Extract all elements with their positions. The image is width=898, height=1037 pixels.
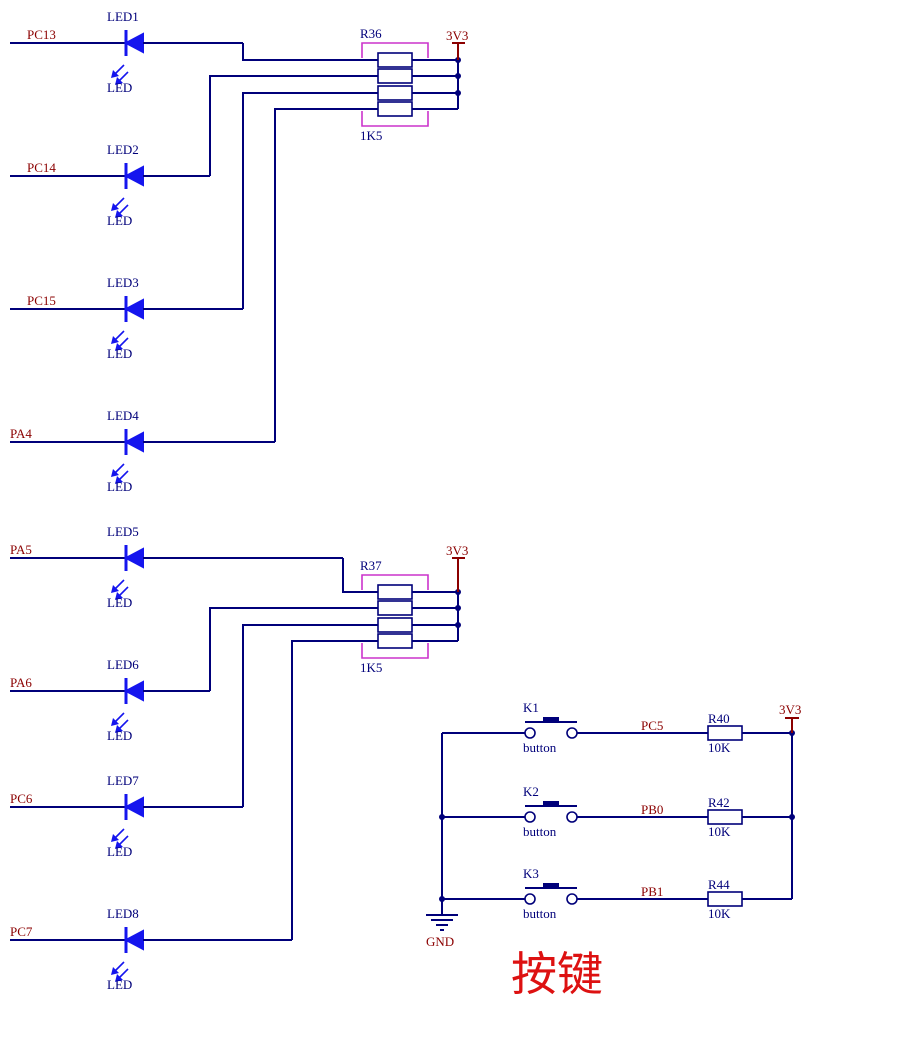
led-ref: LED4	[107, 408, 139, 423]
net-label: PB1	[641, 884, 663, 899]
power-3v3-symbol: 3V3	[446, 543, 468, 592]
led-row-3: PC15 LED3 LED	[10, 275, 243, 361]
button-row-3: K3 button PB1 R44 10K	[442, 866, 792, 921]
net-label: PC13	[27, 27, 56, 42]
button-value: button	[523, 824, 557, 839]
section-title: 按键	[511, 947, 603, 1001]
power-label: 3V3	[446, 28, 468, 43]
resistor-value: 10K	[708, 740, 731, 755]
button-ref: K1	[523, 700, 539, 715]
button-section: K1 button PC5 R40 10K K2 button PB0 R42 …	[426, 700, 801, 1001]
net-label: PC6	[10, 791, 33, 806]
led-diode-icon	[123, 165, 144, 187]
led-value: LED	[107, 728, 132, 743]
resistor-ref: R40	[708, 711, 730, 726]
button-value: button	[523, 906, 557, 921]
button-row-1: K1 button PC5 R40 10K	[442, 700, 792, 755]
resistor-value: 10K	[708, 906, 731, 921]
led-value: LED	[107, 595, 132, 610]
led-diode-icon	[123, 431, 144, 453]
led-row-8: PC7 LED8 LED	[10, 906, 292, 992]
power-label: 3V3	[779, 702, 801, 717]
led-ref: LED7	[107, 773, 139, 788]
resistor-ref: R36	[360, 26, 382, 41]
led-ref: LED8	[107, 906, 139, 921]
net-label: PA4	[10, 426, 32, 441]
net-label: PC5	[641, 718, 663, 733]
resistor-ref: R42	[708, 795, 730, 810]
led-diode-icon	[123, 680, 144, 702]
net-label: PA6	[10, 675, 32, 690]
resistor-value: 1K5	[360, 660, 382, 675]
net-label: PB0	[641, 802, 663, 817]
led-diode-icon	[123, 547, 144, 569]
button-ref: K2	[523, 784, 539, 799]
led-diode-icon	[123, 929, 144, 951]
ground-icon: GND	[426, 914, 458, 949]
resistor-value: 1K5	[360, 128, 382, 143]
led-value: LED	[107, 977, 132, 992]
led-ref: LED2	[107, 142, 139, 157]
led-ref: LED6	[107, 657, 139, 672]
net-label: PA5	[10, 542, 32, 557]
led-diode-icon	[123, 796, 144, 818]
net-label: PC15	[27, 293, 56, 308]
led-ref: LED5	[107, 524, 139, 539]
led-ref: LED1	[107, 9, 139, 24]
resistor-ref: R44	[708, 877, 730, 892]
power-3v3-symbol: 3V3	[779, 702, 801, 733]
power-label: 3V3	[446, 543, 468, 558]
led-group-2: PA5 LED5 LED PA6 LED6 LED PC6 LED7 LED	[10, 524, 468, 992]
button-value: button	[523, 740, 557, 755]
led-diode-icon	[123, 298, 144, 320]
resistor-pack-r37: R37 1K5	[360, 558, 461, 675]
led-row-4: PA4 LED4 LED	[10, 408, 275, 494]
led-row-5: PA5 LED5 LED	[10, 524, 343, 610]
led-ref: LED3	[107, 275, 139, 290]
ground-label: GND	[426, 934, 454, 949]
led-value: LED	[107, 346, 132, 361]
led-diode-icon	[123, 32, 144, 54]
led-value: LED	[107, 844, 132, 859]
power-3v3-symbol: 3V3	[446, 28, 468, 60]
button-row-2: K2 button PB0 R42 10K	[442, 784, 792, 839]
led-value: LED	[107, 80, 132, 95]
resistor-pack-r36: R36 1K5	[360, 26, 461, 143]
resistor-value: 10K	[708, 824, 731, 839]
net-label: PC7	[10, 924, 33, 939]
resistor-ref: R37	[360, 558, 382, 573]
button-ref: K3	[523, 866, 539, 881]
led-row-1: PC13 LED1 LED	[10, 9, 243, 95]
led-row-6: PA6 LED6 LED	[10, 657, 210, 743]
led-row-2: PC14 LED2 LED	[10, 142, 210, 228]
net-label: PC14	[27, 160, 56, 175]
led-value: LED	[107, 213, 132, 228]
led-group-1: PC13 LED1 LED PC14 LED2 LED PC15 LED3 LE…	[10, 9, 468, 494]
led-row-7: PC6 LED7 LED	[10, 773, 243, 859]
led-value: LED	[107, 479, 132, 494]
